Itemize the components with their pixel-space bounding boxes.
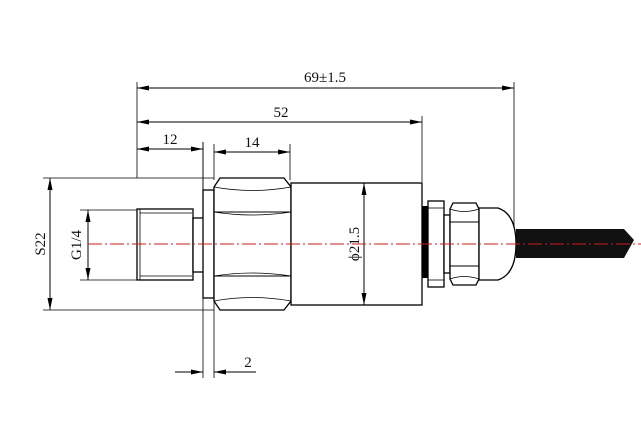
- sealing-washer: [202, 142, 215, 378]
- dim-thread-length: 12: [137, 132, 204, 190]
- cable: [516, 229, 634, 258]
- thread-length-label: 12: [163, 132, 178, 148]
- thread-size-label: G1/4: [69, 230, 85, 261]
- dim-washer-thickness: 2: [175, 355, 256, 375]
- dim-hex-length: 14: [213, 135, 291, 180]
- hex-length-label: 14: [245, 135, 261, 151]
- dim-overall-length: 69±1.5: [136, 70, 515, 230]
- dim-thread-size: G1/4: [69, 209, 137, 281]
- washer-thickness-label: 2: [244, 355, 252, 371]
- overall-length-label: 69±1.5: [304, 70, 346, 86]
- dim-body-length: 52: [137, 105, 423, 182]
- hex-size-label: S22: [33, 232, 49, 255]
- dim-hex-size: S22: [33, 177, 214, 311]
- body-length-label: 52: [274, 105, 289, 121]
- thread-portion: [136, 208, 194, 281]
